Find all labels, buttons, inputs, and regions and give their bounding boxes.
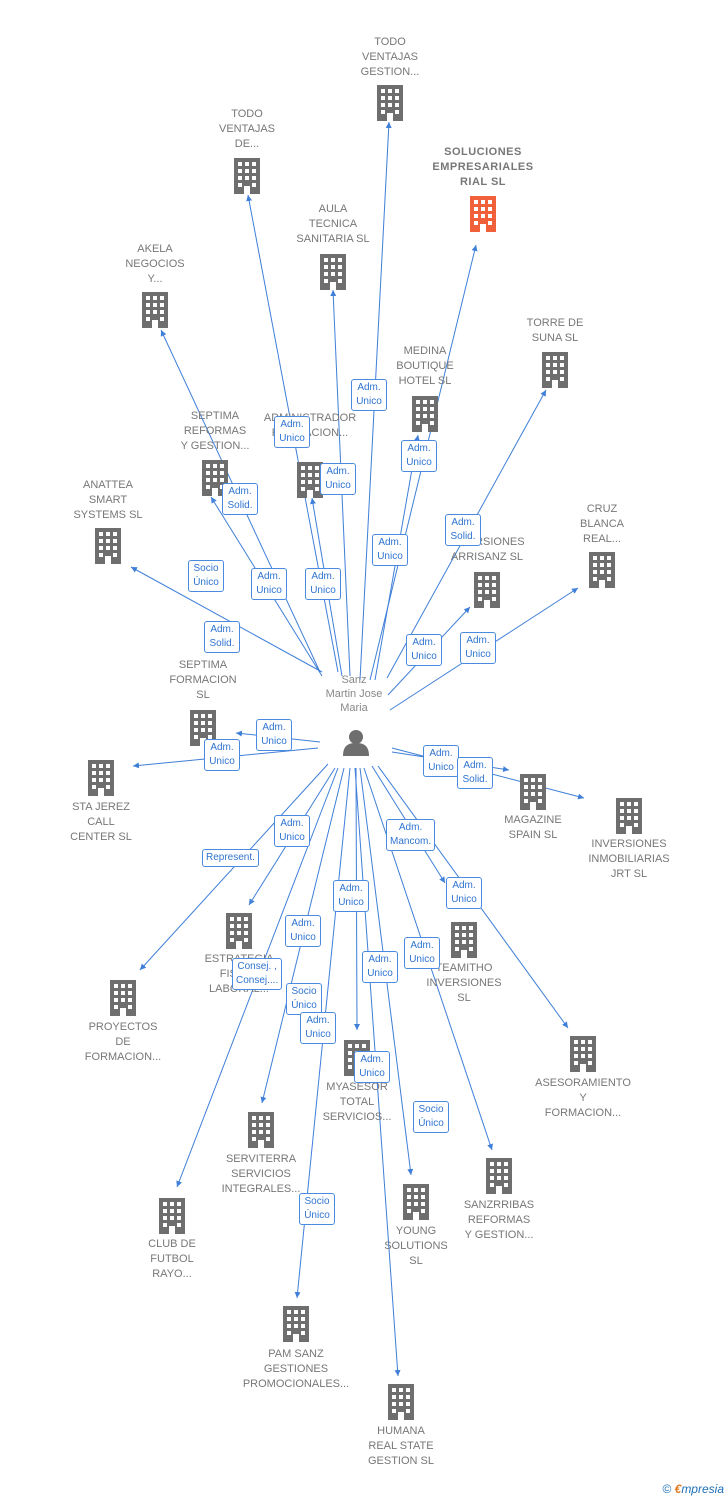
company-label-septima-reformas[interactable]: SEPTIMA REFORMAS Y GESTION... bbox=[180, 410, 250, 452]
company-label-cruz-blanca[interactable]: CRUZ BLANCA REAL... bbox=[579, 503, 625, 545]
company-label-septima-formacion[interactable]: SEPTIMA FORMACION SL bbox=[169, 659, 237, 701]
relation-badge[interactable]: Adm. Unico bbox=[354, 1051, 390, 1083]
company-label-pam-sanz[interactable]: PAM SANZ GESTIONES PROMOCIONALES... bbox=[242, 1348, 350, 1390]
company-label-sanzrribas[interactable]: SANZRRIBAS REFORMAS Y GESTION... bbox=[463, 1199, 535, 1241]
relation-badge[interactable]: Socio Único bbox=[299, 1193, 335, 1225]
building-icon-todo-ventajas-gestion[interactable] bbox=[377, 85, 403, 121]
company-label-serviterra[interactable]: SERVITERRA SERVICIOS INTEGRALES... bbox=[221, 1153, 301, 1195]
building-icon-todo-ventajas-de[interactable] bbox=[234, 158, 260, 194]
relation-badge[interactable]: Adm. Unico bbox=[251, 568, 287, 600]
relation-badge[interactable]: Socio Único bbox=[188, 560, 224, 592]
relation-badge[interactable]: Adm. Unico bbox=[204, 739, 240, 771]
company-label-medina-boutique[interactable]: MEDINA BOUTIQUE HOTEL SL bbox=[396, 345, 454, 387]
building-icon-akela[interactable] bbox=[142, 292, 168, 328]
building-icon-inversiones-inmobiliarias[interactable] bbox=[616, 798, 642, 834]
relation-badge[interactable]: Adm. Unico bbox=[256, 719, 292, 751]
building-icon-humana-real-state[interactable] bbox=[388, 1384, 414, 1420]
company-label-akela[interactable]: AKELA NEGOCIOS Y... bbox=[125, 243, 185, 285]
building-icon-soluciones-empresariales[interactable] bbox=[470, 196, 496, 232]
building-icon-estrategia-fiscal[interactable] bbox=[226, 913, 252, 949]
relation-badge[interactable]: Adm. Unico bbox=[362, 951, 398, 983]
person-icon[interactable] bbox=[343, 730, 369, 756]
relation-badge[interactable]: Adm. Solid. bbox=[222, 483, 258, 515]
empresia-footer: © €mpresia bbox=[662, 1482, 724, 1496]
copyright-symbol: © bbox=[662, 1482, 672, 1496]
relation-badge[interactable]: Adm. Unico bbox=[333, 880, 369, 912]
relation-badge[interactable]: Adm. Unico bbox=[305, 568, 341, 600]
company-label-magazine-spain[interactable]: MAGAZINE SPAIN SL bbox=[504, 814, 562, 841]
edge-anattea bbox=[130, 566, 323, 673]
building-icon-medina-boutique[interactable] bbox=[412, 396, 438, 432]
company-label-inversiones-inmobiliarias[interactable]: INVERSIONES INMOBILIARIAS JRT SL bbox=[588, 838, 670, 880]
building-icon-sanzrribas[interactable] bbox=[486, 1158, 512, 1194]
relation-badge[interactable]: Adm. Unico bbox=[406, 634, 442, 666]
relation-badge[interactable]: Adm. Unico bbox=[351, 379, 387, 411]
company-label-myasesor[interactable]: MYASESOR TOTAL SERVICIOS... bbox=[322, 1081, 392, 1123]
building-icon-sta-jerez[interactable] bbox=[88, 760, 114, 796]
building-icon-young-solutions[interactable] bbox=[403, 1184, 429, 1220]
relation-badge[interactable]: Adm. Unico bbox=[404, 937, 440, 969]
building-icon-pam-sanz[interactable] bbox=[283, 1306, 309, 1342]
relation-badge[interactable]: Socio Único bbox=[413, 1101, 449, 1133]
company-label-humana-real-state[interactable]: HUMANA REAL STATE GESTION SL bbox=[367, 1425, 435, 1467]
company-label-young-solutions[interactable]: YOUNG SOLUTIONS SL bbox=[384, 1225, 448, 1267]
relation-badge[interactable]: Adm. Unico bbox=[372, 534, 408, 566]
empresia-logo-e: € bbox=[674, 1482, 682, 1496]
company-label-sta-jerez[interactable]: STA JEREZ CALL CENTER SL bbox=[70, 801, 132, 843]
company-label-todo-ventajas-gestion[interactable]: TODO VENTAJAS GESTION... bbox=[360, 36, 420, 78]
edge-proyectos-formacion bbox=[139, 763, 329, 971]
building-icon-club-futbol[interactable] bbox=[159, 1198, 185, 1234]
relation-badge[interactable]: Socio Único bbox=[286, 983, 322, 1015]
relation-badge[interactable]: Adm. Unico bbox=[401, 440, 437, 472]
center-person-label[interactable]: Sanz Martin Jose Maria bbox=[325, 674, 383, 714]
building-icon-cruz-blanca[interactable] bbox=[589, 552, 615, 588]
company-label-club-futbol[interactable]: CLUB DE FUTBOL RAYO... bbox=[148, 1238, 196, 1280]
company-label-torre-de-suna[interactable]: TORRE DE SUNA SL bbox=[526, 317, 584, 344]
company-label-administrador-formacion[interactable]: ADMINISTRADOR FORMACION... bbox=[263, 412, 357, 439]
building-icon-magazine-spain[interactable] bbox=[520, 774, 546, 810]
relation-badge[interactable]: Adm. Solid. bbox=[457, 757, 493, 789]
empresia-logo-text: mpresia bbox=[681, 1482, 724, 1496]
relation-badge[interactable]: Adm. Unico bbox=[274, 416, 310, 448]
company-label-anattea[interactable]: ANATTEA SMART SYSTEMS SL bbox=[73, 479, 143, 521]
company-label-teamitho[interactable]: TEAMITHO INVERSIONES SL bbox=[426, 962, 502, 1004]
relation-badge[interactable]: Adm. Unico bbox=[320, 463, 356, 495]
relation-badge[interactable]: Adm. Solid. bbox=[204, 621, 240, 653]
relation-badge[interactable]: Adm. Mancom. bbox=[386, 819, 436, 851]
relation-badge[interactable]: Adm. Unico bbox=[460, 632, 496, 664]
building-icon-teamitho[interactable] bbox=[451, 922, 477, 958]
relation-badge[interactable]: Adm. Unico bbox=[274, 815, 310, 847]
building-icon-aula-tecnica[interactable] bbox=[320, 254, 346, 290]
relation-badge[interactable]: Adm. Unico bbox=[423, 745, 459, 777]
building-icon-serviterra[interactable] bbox=[248, 1112, 274, 1148]
building-icon-anattea[interactable] bbox=[95, 528, 121, 564]
building-icon-asesoramiento[interactable] bbox=[570, 1036, 596, 1072]
company-label-proyectos-formacion[interactable]: PROYECTOS DE FORMACION... bbox=[84, 1021, 162, 1063]
relation-badge[interactable]: Adm. Unico bbox=[446, 877, 482, 909]
relation-badge[interactable]: Represent. bbox=[202, 849, 259, 867]
company-label-soluciones-empresariales[interactable]: SOLUCIONES EMPRESARIALES RIAL SL bbox=[432, 146, 534, 188]
building-icon-torre-de-suna[interactable] bbox=[542, 352, 568, 388]
building-icon-proyectos-formacion[interactable] bbox=[110, 980, 136, 1016]
relation-badge[interactable]: Adm. Solid. bbox=[445, 514, 481, 546]
company-label-asesoramiento[interactable]: ASESORAMIENTO Y FORMACION... bbox=[535, 1077, 631, 1119]
relation-badge[interactable]: Adm. Unico bbox=[300, 1012, 336, 1044]
relation-badge[interactable]: Consej. , Consej.... bbox=[232, 958, 283, 990]
company-label-aula-tecnica[interactable]: AULA TECNICA SANITARIA SL bbox=[296, 203, 370, 245]
relation-badge[interactable]: Adm. Unico bbox=[285, 915, 321, 947]
building-icon-inversiones-arrisanz[interactable] bbox=[474, 572, 500, 608]
company-label-todo-ventajas-de[interactable]: TODO VENTAJAS DE... bbox=[218, 108, 276, 150]
